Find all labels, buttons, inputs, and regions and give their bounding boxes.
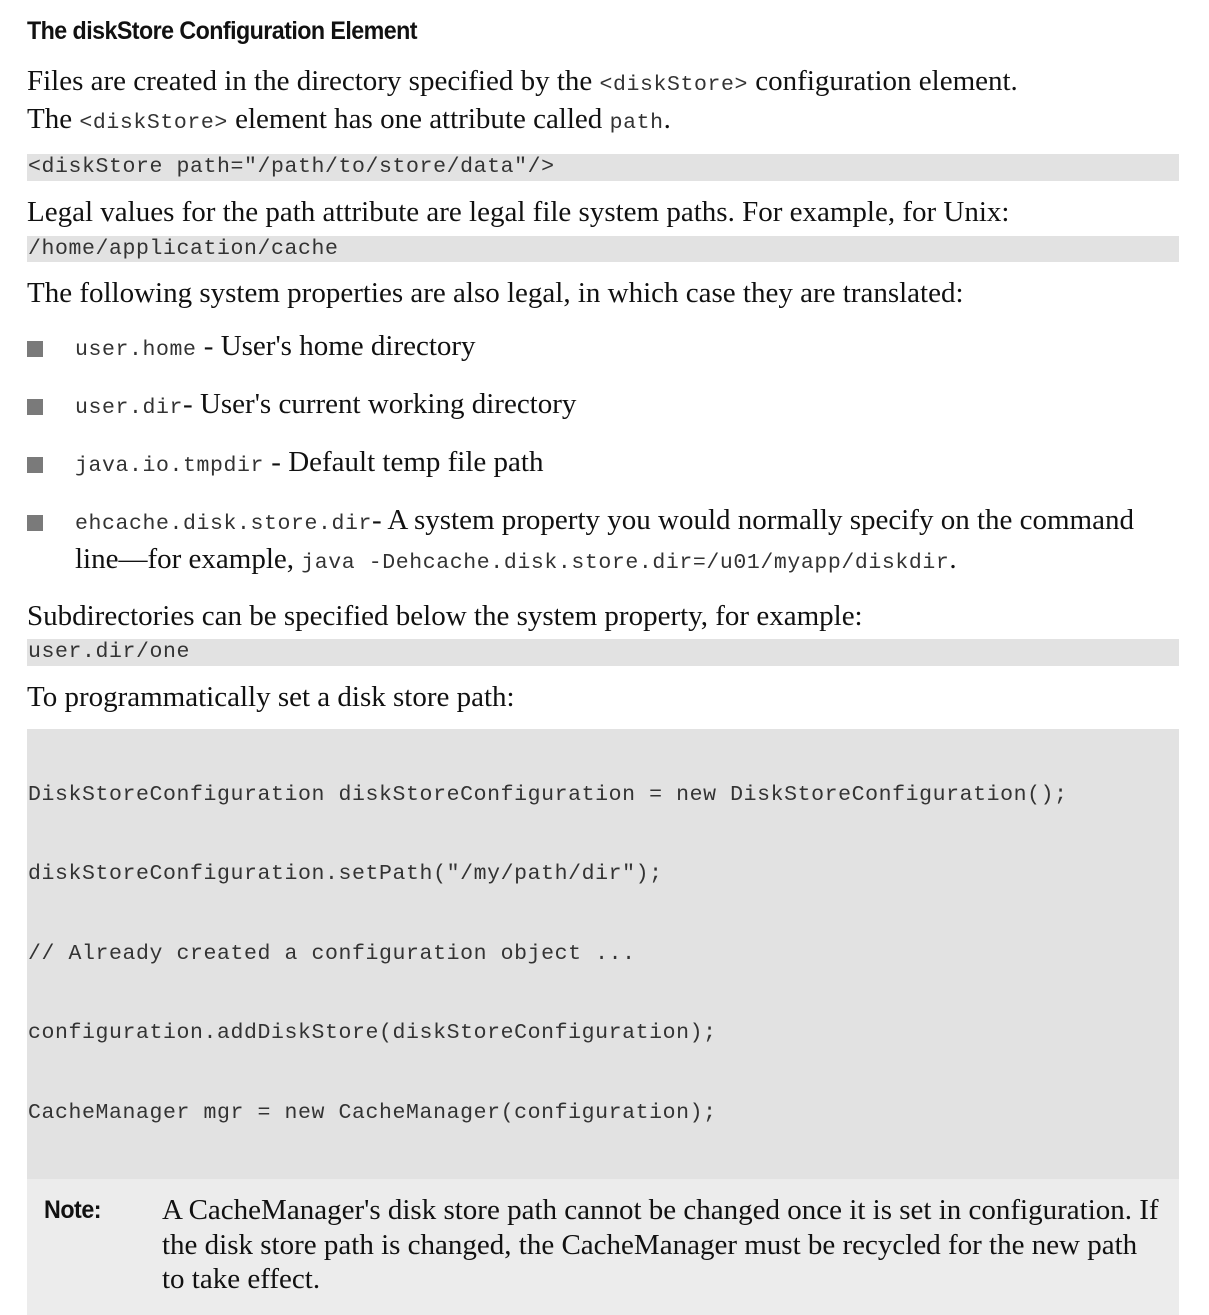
intro-line1-code: <diskStore> bbox=[599, 73, 749, 97]
code-block-subdir: user.dir/one bbox=[27, 639, 1179, 666]
square-bullet-icon bbox=[27, 399, 43, 415]
intro-line2-code2: path bbox=[609, 111, 664, 135]
code-block-program: DiskStoreConfiguration diskStoreConfigur… bbox=[27, 728, 1179, 1179]
property-code: user.dir bbox=[75, 396, 184, 420]
system-properties-list: user.home - User's home directory user.d… bbox=[27, 329, 1179, 581]
intro-line2-code: <diskStore> bbox=[79, 111, 228, 135]
intro-line2-mid: element has one attribute called bbox=[227, 103, 610, 135]
list-item: user.dir- User's current working directo… bbox=[27, 387, 1179, 426]
code-line: configuration.addDiskStore(diskStoreConf… bbox=[28, 1021, 717, 1045]
property-description: - User's home directory bbox=[196, 330, 476, 362]
intro-line2-end: . bbox=[663, 103, 671, 135]
property-code: ehcache.disk.store.dir bbox=[75, 512, 373, 536]
intro-paragraph: Files are created in the directory speci… bbox=[27, 64, 1179, 140]
command-line-example: java -Dehcache.disk.store.dir=/u01/myapp… bbox=[301, 551, 950, 575]
property-description: - Default temp file path bbox=[264, 446, 544, 478]
document-page: The diskStore Configuration Element File… bbox=[27, 14, 1179, 1315]
property-description: - A system property you would normally s… bbox=[75, 504, 1134, 575]
note-label: Note: bbox=[44, 1196, 102, 1224]
list-item: user.home - User's home directory bbox=[27, 329, 1179, 368]
code-block-unix-path: /home/application/cache bbox=[27, 235, 1179, 262]
intro-line2-text: The bbox=[27, 103, 80, 135]
code-block-config: <diskStore path="/path/to/store/data"/> bbox=[27, 154, 1179, 181]
property-code: java.io.tmpdir bbox=[75, 454, 265, 478]
property-description-end: . bbox=[949, 543, 957, 575]
square-bullet-icon bbox=[27, 515, 43, 531]
subdirectories-paragraph: Subdirectories can be specified below th… bbox=[27, 600, 863, 632]
system-properties-paragraph: The following system properties are also… bbox=[27, 277, 964, 309]
list-item: ehcache.disk.store.dir- A system propert… bbox=[27, 503, 1179, 581]
intro-line1-text: Files are created in the directory speci… bbox=[27, 65, 600, 97]
property-code: user.home bbox=[75, 338, 197, 362]
list-item: java.io.tmpdir - Default temp file path bbox=[27, 445, 1179, 484]
note-box: Note: A CacheManager's disk store path c… bbox=[27, 1179, 1179, 1315]
section-heading: The diskStore Configuration Element bbox=[27, 17, 418, 45]
legal-paths-paragraph: Legal values for the path attribute are … bbox=[27, 195, 1010, 228]
square-bullet-icon bbox=[27, 341, 43, 357]
programmatic-paragraph: To programmatically set a disk store pat… bbox=[27, 680, 515, 713]
property-description: - User's current working directory bbox=[183, 388, 577, 420]
note-text: A CacheManager's disk store path cannot … bbox=[162, 1194, 1159, 1295]
square-bullet-icon bbox=[27, 457, 43, 473]
code-line: CacheManager mgr = new CacheManager(conf… bbox=[28, 1100, 717, 1125]
code-line: // Already created a configuration objec… bbox=[28, 941, 636, 966]
intro-line1-end: configuration element. bbox=[748, 65, 1018, 97]
code-line: diskStoreConfiguration.setPath("/my/path… bbox=[28, 862, 663, 886]
code-line: DiskStoreConfiguration diskStoreConfigur… bbox=[28, 782, 1068, 807]
